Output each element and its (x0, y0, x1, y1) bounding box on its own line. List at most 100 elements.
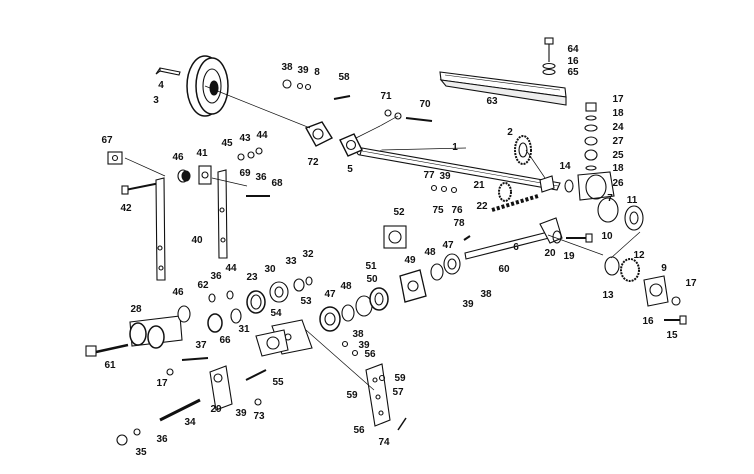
belt-guard (439, 71, 567, 106)
callout-68: 68 (271, 178, 283, 189)
callout-39-top: 39 (297, 65, 309, 76)
callout-57: 57 (392, 387, 404, 398)
callout-47-left: 47 (324, 289, 336, 300)
bearing-housings (304, 121, 363, 157)
callout-37: 37 (195, 340, 207, 351)
callout-74: 74 (378, 437, 390, 448)
callout-59-right: 59 (394, 373, 406, 384)
callout-5: 5 (347, 164, 353, 175)
small-fasteners-mid (430, 184, 471, 241)
bushings-upper (177, 147, 270, 197)
callout-55: 55 (272, 377, 284, 388)
callout-23: 23 (246, 272, 258, 283)
callout-27: 27 (612, 136, 624, 147)
callout-31: 31 (238, 324, 250, 335)
leader-lines (124, 85, 641, 391)
callout-11: 11 (626, 195, 638, 206)
callout-58: 58 (338, 72, 350, 83)
callout-43: 43 (239, 133, 251, 144)
central-bearing-stack (246, 225, 461, 332)
callout-54: 54 (270, 308, 282, 319)
callout-19: 19 (563, 251, 575, 262)
lever-arm (116, 357, 267, 446)
callout-32: 32 (302, 249, 314, 260)
callout-2: 2 (507, 127, 513, 138)
callout-36-mid: 36 (255, 172, 267, 183)
support-bars (155, 169, 228, 281)
callout-77: 77 (423, 170, 435, 181)
callout-78: 78 (453, 218, 465, 229)
callout-34: 34 (184, 417, 196, 428)
callout-47-right: 47 (442, 240, 454, 251)
callout-64: 64 (567, 44, 579, 55)
callout-62: 62 (197, 280, 209, 291)
callout-15: 15 (666, 330, 678, 341)
small-fasteners-top (282, 79, 433, 122)
callout-38-mid: 38 (480, 289, 492, 300)
callout-48-left: 48 (340, 281, 352, 292)
callout-39-bottom: 39 (235, 408, 247, 419)
callout-17-top: 17 (612, 94, 624, 105)
callout-72: 72 (307, 157, 319, 168)
key-pin (155, 67, 181, 76)
sprocket (498, 182, 512, 202)
callout-16-top: 16 (567, 56, 579, 67)
callout-48-right: 48 (424, 247, 436, 258)
callout-29: 29 (210, 404, 222, 415)
bracket-and-bolt (107, 151, 161, 195)
callout-14: 14 (559, 161, 571, 172)
callout-20: 20 (544, 248, 556, 259)
right-stack (539, 102, 644, 231)
callout-7: 7 (607, 193, 613, 204)
callout-73: 73 (253, 411, 265, 422)
secondary-shaft (464, 217, 563, 260)
callout-30: 30 (264, 264, 276, 275)
callout-26: 26 (612, 178, 624, 189)
callout-24: 24 (612, 122, 624, 133)
callout-61: 61 (104, 360, 116, 371)
callout-45: 45 (221, 138, 233, 149)
gear-wheel (514, 135, 532, 165)
callout-17-right: 17 (685, 278, 697, 289)
callout-60: 60 (498, 264, 510, 275)
callout-71: 71 (380, 91, 392, 102)
callout-36-bottom: 36 (156, 434, 168, 445)
callout-21: 21 (473, 180, 485, 191)
callout-4: 4 (158, 80, 164, 91)
callout-40: 40 (191, 235, 203, 246)
callout-18-top: 18 (612, 108, 624, 119)
lower-right-assembly (604, 256, 687, 325)
belt-pulley (186, 55, 229, 117)
callout-38-low: 38 (352, 329, 364, 340)
callout-42: 42 (120, 203, 132, 214)
callout-33: 33 (285, 256, 297, 267)
callout-13: 13 (602, 290, 614, 301)
callout-28: 28 (130, 304, 142, 315)
callout-18-lower: 18 (612, 163, 624, 174)
callout-10: 10 (601, 231, 613, 242)
callout-65: 65 (567, 67, 579, 78)
callout-12: 12 (633, 250, 645, 261)
callout-9: 9 (661, 263, 667, 274)
callout-41: 41 (196, 148, 208, 159)
callout-8: 8 (314, 67, 320, 78)
callout-16-lower: 16 (642, 316, 654, 327)
callout-39-low: 39 (358, 340, 370, 351)
left-roller-assembly (85, 290, 242, 357)
callout-46-left: 46 (172, 287, 184, 298)
callout-39-mid: 39 (439, 171, 451, 182)
top-bolt-assembly (542, 37, 556, 76)
callout-1: 1 (452, 142, 458, 153)
callout-56-top: 56 (364, 349, 376, 360)
callout-46-top: 46 (172, 152, 184, 163)
callout-69: 69 (239, 168, 251, 179)
callout-67: 67 (101, 135, 113, 146)
callout-66: 66 (219, 335, 231, 346)
callout-25: 25 (612, 150, 624, 161)
callout-50: 50 (366, 274, 378, 285)
link-plates (341, 340, 407, 431)
callout-76: 76 (451, 205, 463, 216)
callout-35: 35 (135, 447, 147, 458)
